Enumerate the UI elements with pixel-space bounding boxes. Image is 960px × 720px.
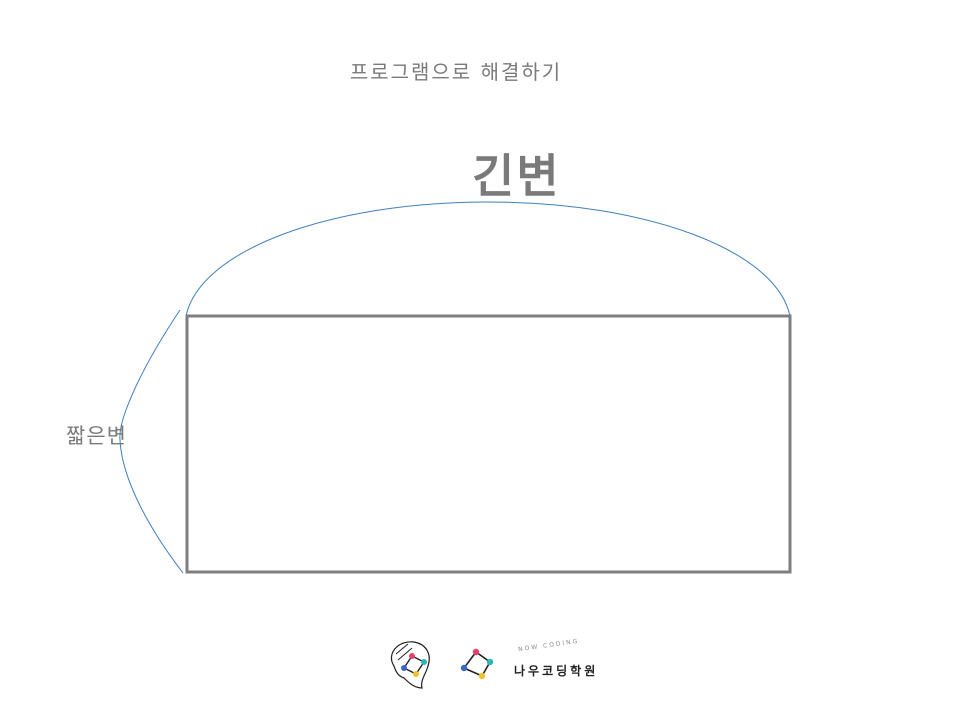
long-side-brace [185, 201, 791, 317]
short-side-label: 짧은변 [66, 424, 127, 448]
slide-header-title: 프로그램으로 해결하기 [349, 60, 563, 84]
short-side-brace [119, 309, 184, 574]
nowcoding-logo: NOW CODING 나우코딩학원 [386, 636, 606, 692]
long-side-label: 긴변 [472, 149, 561, 203]
logo-korean-name: 나우코딩학원 [514, 664, 599, 678]
logo-english-name: NOW CODING [517, 637, 580, 654]
rectangle-shape [185, 314, 792, 574]
nowcoding-logo-icon [390, 641, 494, 689]
